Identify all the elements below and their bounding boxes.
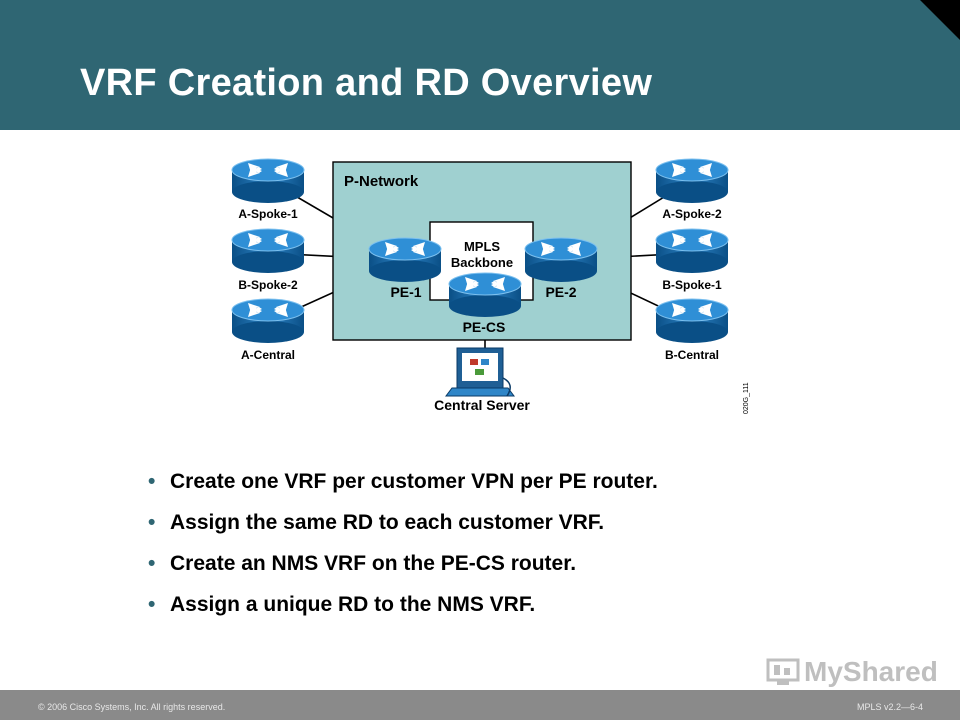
router-label-a-spoke-2: A-Spoke-2 <box>662 207 722 221</box>
bullet-text: Create an NMS VRF on the PE-CS router. <box>170 552 577 575</box>
router-label-b-central: B-Central <box>665 348 719 362</box>
bullet-text: Assign a unique RD to the NMS VRF. <box>170 593 536 616</box>
watermark-text: MyShared <box>804 656 938 687</box>
backbone-label-line2: Backbone <box>451 255 513 270</box>
router-icon <box>524 237 598 283</box>
router-icon <box>448 272 522 318</box>
router-label-pe-2: PE-2 <box>545 284 576 300</box>
footer-course-id: MPLS v2.2—6-4 <box>856 702 923 712</box>
router-label-pe-cs: PE-CS <box>463 319 506 335</box>
bullet-dot-icon: • <box>148 511 156 534</box>
slide-title: VRF Creation and RD Overview <box>80 62 653 104</box>
router-label-a-spoke-1: A-Spoke-1 <box>238 207 298 221</box>
watermark-logo: MyShared <box>766 655 938 689</box>
router-label-b-spoke-1: B-Spoke-1 <box>662 278 722 292</box>
bullet-dot-icon: • <box>148 593 156 616</box>
bullet-item: • Create an NMS VRF on the PE-CS router. <box>148 552 868 593</box>
router-icon <box>655 158 729 204</box>
slide-header <box>0 0 960 130</box>
bullet-dot-icon: • <box>148 552 156 575</box>
router-icon <box>368 237 442 283</box>
server-label: Central Server <box>434 397 530 413</box>
bullet-item: • Create one VRF per customer VPN per PE … <box>148 470 868 511</box>
watermark-monitor-icon <box>766 658 800 685</box>
bullet-text: Assign the same RD to each customer VRF. <box>170 511 605 534</box>
router-label-b-spoke-2: B-Spoke-2 <box>238 278 298 292</box>
workstation-icon <box>445 347 515 397</box>
router-icon <box>231 158 305 204</box>
bullet-item: • Assign the same RD to each customer VRF… <box>148 511 868 552</box>
bullet-text: Create one VRF per customer VPN per PE r… <box>170 470 658 493</box>
slide-footer: © 2006 Cisco Systems, Inc. All rights re… <box>0 690 960 720</box>
header-corner-triangle <box>920 0 960 40</box>
bullet-dot-icon: • <box>148 470 156 493</box>
router-icon <box>231 228 305 274</box>
router-icon <box>655 228 729 274</box>
router-label-a-central: A-Central <box>241 348 295 362</box>
router-icon <box>231 298 305 344</box>
figure-id: 020G_111 <box>743 382 750 414</box>
footer-copyright: © 2006 Cisco Systems, Inc. All rights re… <box>38 702 226 712</box>
backbone-label-line1: MPLS <box>464 239 500 254</box>
router-icon <box>655 298 729 344</box>
bullet-list: • Create one VRF per customer VPN per PE … <box>148 470 868 634</box>
p-network-label: P-Network <box>344 173 419 190</box>
bullet-item: • Assign a unique RD to the NMS VRF. <box>148 593 868 634</box>
router-label-pe-1: PE-1 <box>390 284 421 300</box>
